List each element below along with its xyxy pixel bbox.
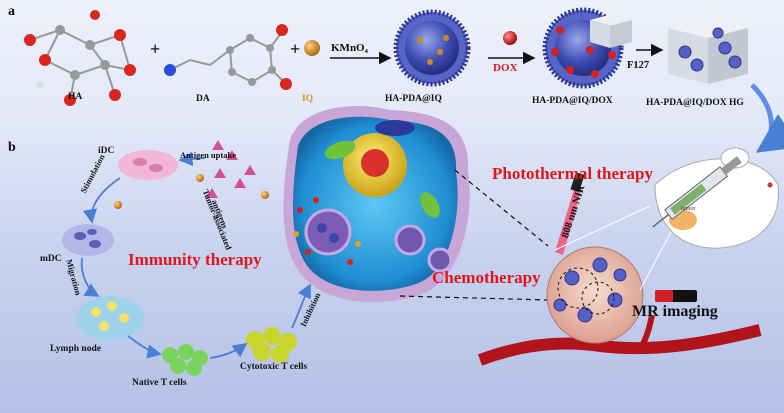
cytotoxic-t-cells: [246, 327, 297, 363]
label-hydrogel: HA-PDA@IQ/DOX HG: [646, 98, 744, 108]
label-native-t-cells: Native T cells: [132, 378, 187, 388]
iq-nanoparticle: [304, 40, 320, 56]
mdc-cell: [62, 224, 114, 256]
ha-pda-iq-nanoparticle: [393, 9, 471, 87]
golgi-apparatus: [375, 120, 415, 136]
hydrogel-cube: [668, 18, 748, 84]
mitochondrion: [324, 140, 356, 160]
label-dox: DOX: [493, 62, 518, 74]
native-t-cells: [162, 344, 208, 376]
dox-molecule-icon: [503, 31, 517, 45]
label-ha-pda-iq-dox: HA-PDA@IQ/DOX: [532, 96, 613, 106]
label-da: DA: [196, 94, 210, 104]
label-chemotherapy: Chemotherapy: [432, 268, 541, 287]
da-molecule: [164, 24, 292, 90]
ha-molecule: [24, 10, 136, 106]
tumor-tissue: [546, 246, 644, 344]
panel-label-b: b: [8, 140, 16, 155]
tumor-antigens: [206, 140, 256, 198]
label-lymph-node: Lymph node: [50, 344, 101, 354]
label-tumor-site: tumor: [681, 206, 696, 212]
dashed-connector-top: [454, 169, 549, 247]
label-f127: F127: [627, 60, 650, 71]
label-mr-imaging: MR imaging: [632, 303, 718, 320]
label-immunity-therapy: Immunity therapy: [128, 250, 262, 269]
immune-cycle-arrows: [80, 151, 311, 359]
label-kmno4: KMnO₄: [331, 42, 368, 54]
label-photothermal-therapy: Photothermal therapy: [492, 164, 654, 183]
mouse-model: [654, 147, 779, 249]
plus-sign-2: +: [290, 39, 300, 59]
zoom-line-1: [554, 205, 651, 251]
idc-cell: [118, 150, 178, 180]
endosome-nanoparticles: [304, 208, 352, 256]
arrow-hydrogel-to-injection: [750, 83, 784, 153]
blood-vessel: [477, 324, 762, 366]
label-ha-pda-iq: HA-PDA@IQ: [385, 94, 442, 104]
label-ha: HA: [68, 92, 83, 102]
tumor-cell: [283, 105, 470, 303]
panel-label-a: a: [8, 4, 15, 19]
syringe-icon: [652, 156, 742, 228]
lymph-node: [76, 296, 144, 340]
label-cytotoxic-t-cells: Cytotoxic T cells: [240, 362, 308, 372]
label-idc: iDC: [98, 146, 115, 156]
nucleolus: [361, 149, 389, 177]
dashed-connector-bottom: [399, 295, 549, 301]
nir-laser-beam: [555, 186, 582, 255]
label-iq: IQ: [302, 94, 314, 104]
label-mdc: mDC: [40, 254, 62, 264]
f127-cube: [590, 14, 632, 48]
laser-emitter: [570, 172, 585, 193]
plus-sign-1: +: [150, 39, 160, 59]
label-antigen-uptake: Antigen uptake: [180, 150, 236, 160]
